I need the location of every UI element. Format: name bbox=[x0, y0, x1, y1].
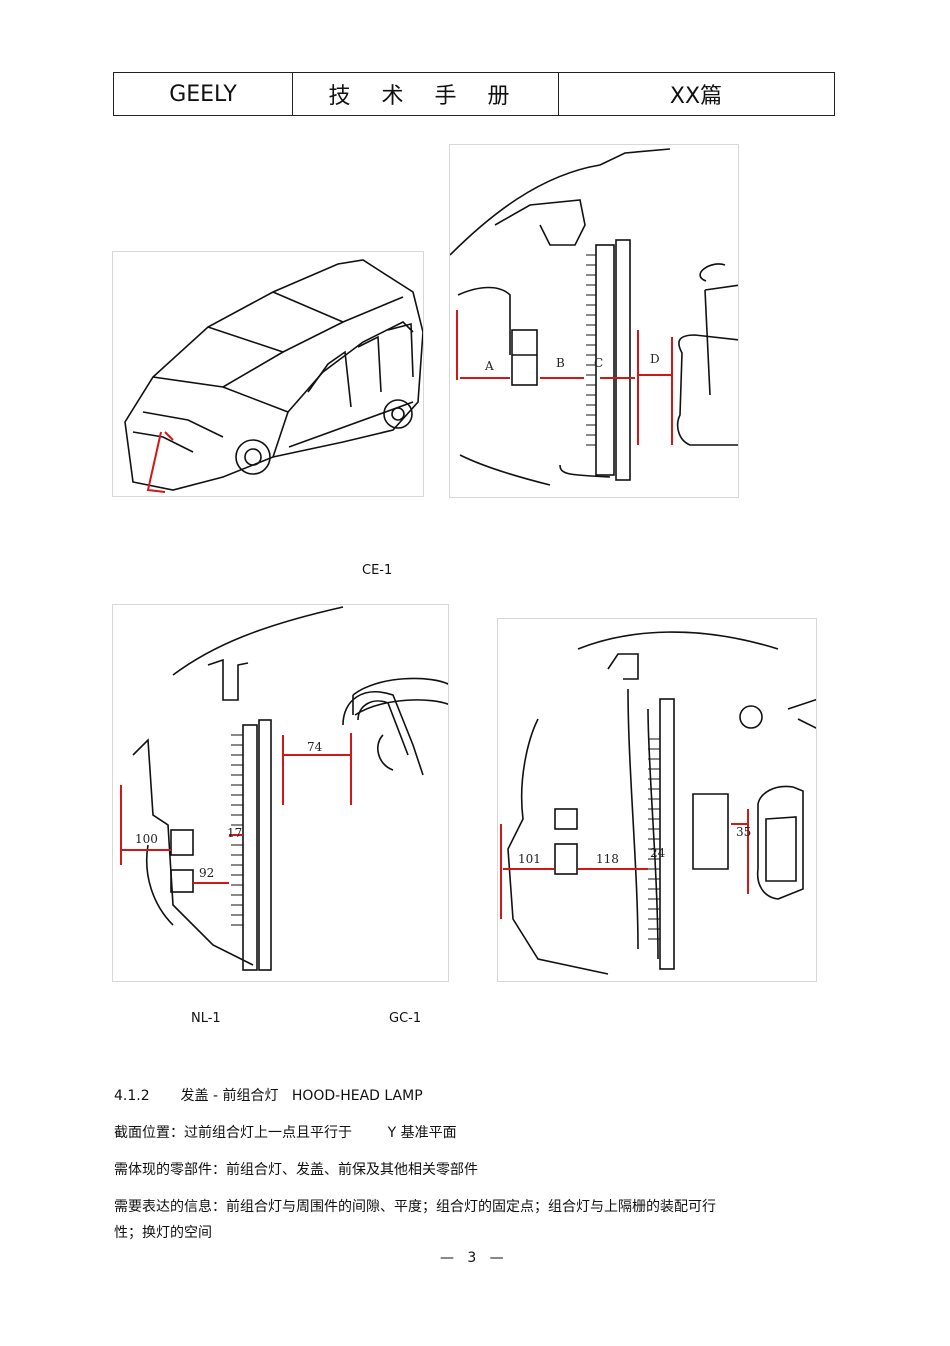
section-number: 4.1.2 bbox=[114, 1088, 150, 1104]
dim-118-label: 118 bbox=[596, 852, 619, 866]
section-info-line-1: 需要表达的信息：前组合灯与周围件的间隙、平度；组合灯的固定点；组合灯与上隔栅的装… bbox=[114, 1199, 716, 1215]
section-heading: 4.1.2 发盖 - 前组合灯 HOOD-HEAD LAMP bbox=[114, 1085, 423, 1105]
figure-caption-gc1: GC-1 bbox=[389, 1011, 422, 1026]
section-position-line: 截面位置：过前组合灯上一点且平行于 Y 基准平面 bbox=[114, 1125, 457, 1141]
section-title: 发盖 - 前组合灯 HOOD-HEAD LAMP bbox=[180, 1088, 423, 1104]
dim-74-label: 74 bbox=[307, 740, 323, 754]
figure-caption-ce1: CE-1 bbox=[362, 563, 393, 578]
dim-100-label: 100 bbox=[135, 832, 158, 846]
dim-d-label: D bbox=[650, 352, 660, 366]
brand-label: GEELY bbox=[114, 73, 293, 115]
dim-92-label: 92 bbox=[199, 866, 214, 880]
dim-b-label: B bbox=[556, 356, 565, 370]
dim-24-label: 24 bbox=[650, 846, 666, 860]
section-figure-ce1: A B C D bbox=[449, 144, 739, 498]
section-figure-nl1: 74 17 100 92 bbox=[112, 604, 449, 982]
section-info-line-2: 性；换灯的空间 bbox=[114, 1225, 212, 1241]
section-figure-gc1: 35 101 118 24 bbox=[497, 618, 817, 982]
dim-101-label: 101 bbox=[518, 852, 541, 866]
dim-17-label: 17 bbox=[227, 826, 242, 840]
header-table: GEELY 技 术 手 册 XX篇 bbox=[113, 72, 835, 116]
page-number: — 3 — bbox=[440, 1250, 504, 1266]
dim-a-label: A bbox=[484, 359, 494, 373]
car-isometric-figure bbox=[112, 251, 424, 497]
figure-caption-nl1: NL-1 bbox=[191, 1011, 221, 1026]
manual-title: 技 术 手 册 bbox=[292, 73, 559, 115]
section-parts-line: 需体现的零部件：前组合灯、发盖、前保及其他相关零部件 bbox=[114, 1162, 478, 1178]
dim-c-label: C bbox=[594, 356, 603, 370]
dim-35-label: 35 bbox=[736, 825, 751, 839]
chapter-label: XX篇 bbox=[669, 84, 723, 109]
